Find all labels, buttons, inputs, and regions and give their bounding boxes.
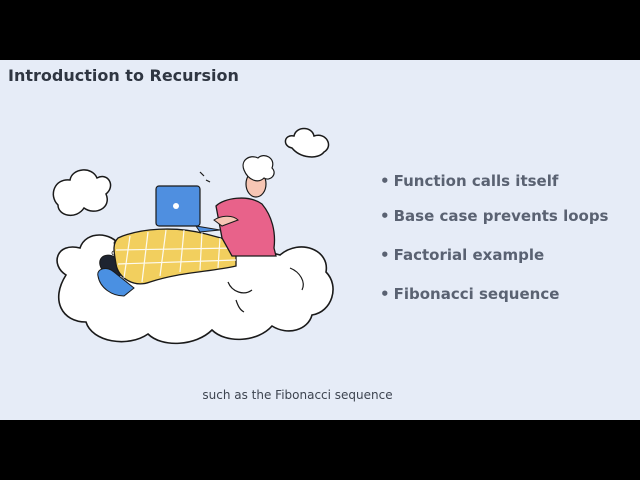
subtitle-caption: such as the Fibonacci sequence <box>202 388 393 402</box>
hair <box>242 155 275 182</box>
pants <box>113 228 237 285</box>
slide: Introduction to Recursion <box>0 60 640 420</box>
person-on-cloud-illustration <box>52 127 334 345</box>
shoe-icon <box>97 268 135 297</box>
bullet-item: •Function calls itself <box>380 172 559 190</box>
bullet-item: •Base case prevents loops <box>380 207 609 225</box>
bullet-item: •Fibonacci sequence <box>380 285 560 303</box>
shirt <box>215 197 277 257</box>
small-cloud-left-icon <box>52 169 112 216</box>
slide-title: Introduction to Recursion <box>8 66 239 85</box>
small-cloud-top-icon <box>284 127 330 158</box>
bullet-item: •Factorial example <box>380 246 545 264</box>
